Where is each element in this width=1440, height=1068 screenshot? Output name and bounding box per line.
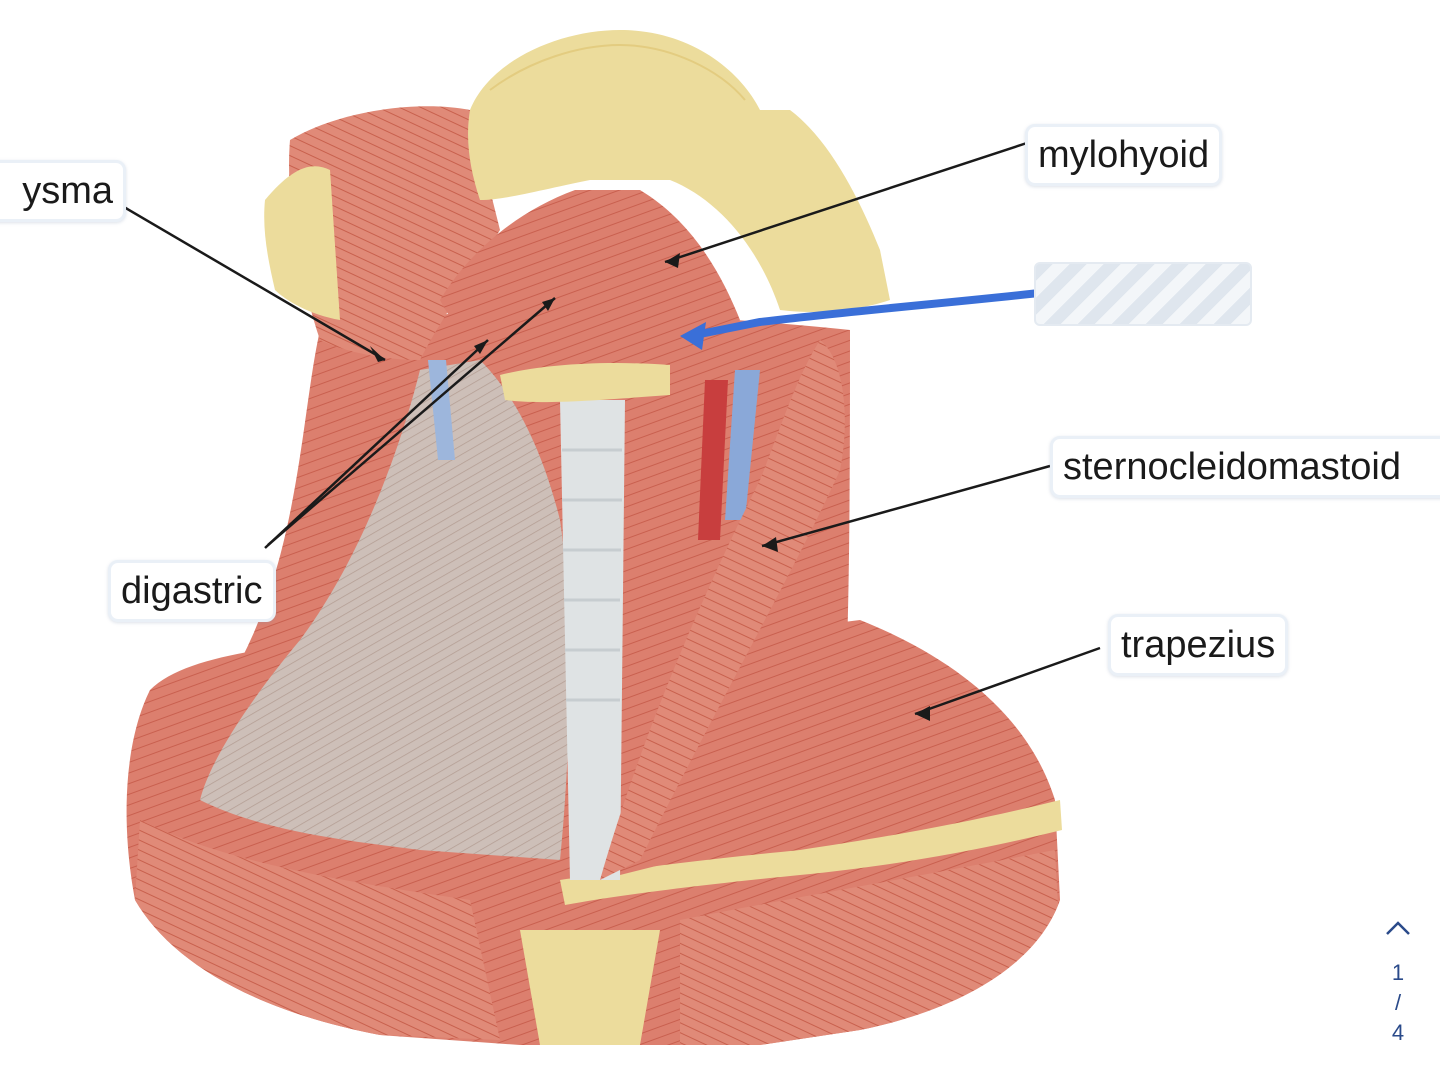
total-pages: 4	[1391, 1020, 1405, 1045]
pectoral-right	[680, 850, 1058, 1045]
submental-muscles	[440, 190, 740, 390]
mandible-left-ramus	[264, 166, 340, 320]
sternocleidomastoid-label: sternocleidomastoid	[1050, 436, 1440, 498]
carotid-artery	[698, 380, 728, 540]
current-page: 1	[1391, 960, 1405, 985]
trachea	[560, 400, 625, 880]
posterior-triangle-fascia	[200, 360, 570, 860]
external-jugular	[428, 360, 455, 460]
digastric-leader-a	[264, 339, 489, 549]
sternum	[520, 930, 660, 1045]
blank-label-box[interactable]	[1034, 262, 1252, 326]
sternocleidomastoid-muscle	[600, 340, 845, 880]
pectoral-left	[135, 820, 500, 1040]
blue-arrow-head	[680, 322, 706, 350]
scm-leader	[761, 464, 1051, 548]
platysma-leader	[111, 198, 386, 362]
chevron-up-icon[interactable]	[1378, 918, 1418, 958]
clavicle	[560, 800, 1062, 905]
digastric-leader-b	[267, 297, 556, 546]
trapezius-label: trapezius	[1108, 614, 1289, 676]
page-indicator: 1 / 4	[1378, 918, 1418, 1048]
digastric-label: digastric	[108, 560, 276, 622]
platysma-label: ysma	[0, 160, 126, 222]
blue-annotation-arrow	[686, 288, 1052, 340]
mylohyoid-leader	[664, 140, 1031, 264]
trapezius-leader	[914, 646, 1101, 716]
jugular-vein	[725, 370, 760, 520]
page-separator: /	[1394, 990, 1402, 1015]
mandible	[468, 30, 890, 312]
hyoid-bone	[500, 363, 670, 403]
mylohyoid-label: mylohyoid	[1025, 124, 1223, 186]
